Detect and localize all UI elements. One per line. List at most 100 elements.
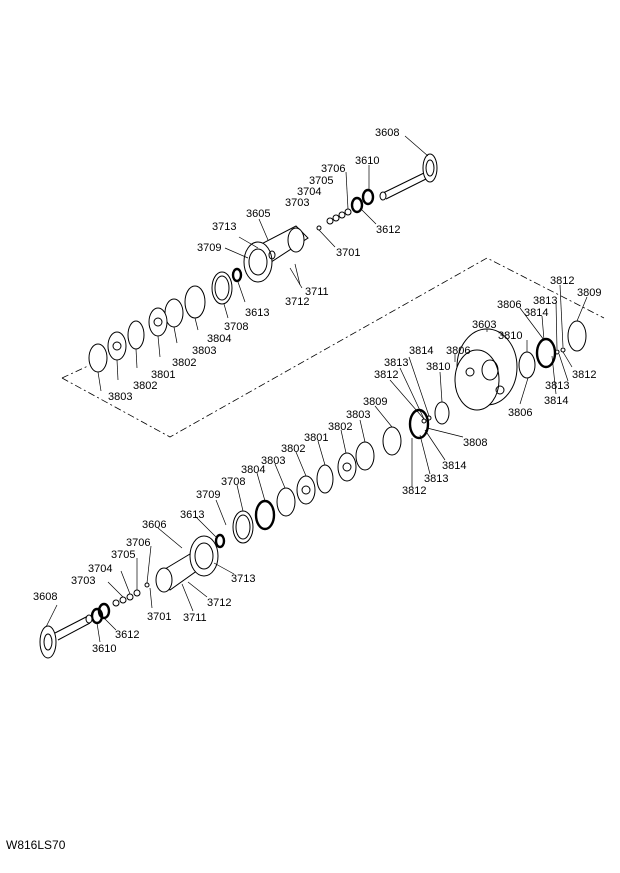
assembly-boundary-line	[61, 365, 89, 379]
part-label: 3810	[426, 361, 450, 373]
part-label: 3809	[577, 287, 601, 299]
part-label: 3708	[224, 321, 248, 333]
part-label: 3814	[544, 395, 568, 407]
part-label: 3608	[375, 127, 399, 139]
part-label: 3803	[261, 455, 285, 467]
part-label: 3703	[285, 197, 309, 209]
disc-3802-hub-upper-2	[112, 341, 122, 351]
disc-3802-lower-2	[296, 475, 316, 505]
part-label: 3801	[304, 432, 328, 444]
ring-3804-lower	[254, 499, 276, 531]
ring-3809-right	[567, 320, 587, 352]
part-label: 3806	[446, 345, 470, 357]
ring-3803-upper-2	[88, 343, 108, 373]
part-label: 3711	[305, 286, 329, 298]
part-label: 3708	[221, 476, 245, 488]
part-label: 3809	[363, 396, 387, 408]
ring-3804-upper	[184, 285, 206, 319]
diagram-code: W816LS70	[6, 838, 66, 852]
plate-3801-lower	[316, 464, 334, 494]
part-label: 3704	[88, 563, 112, 575]
washers-3703-3706-upper	[316, 208, 352, 231]
ring-3810-left	[434, 401, 450, 425]
part-label: 3704	[297, 186, 321, 198]
washers-3703-3706-lower	[112, 582, 150, 607]
part-label: 3803	[346, 409, 370, 421]
shaft-3608-lower	[39, 614, 93, 659]
disc-3802-hub-lower-2	[301, 485, 311, 495]
part-label: 3806	[497, 299, 521, 311]
carrier-3603	[454, 328, 518, 411]
part-label: 3813	[424, 473, 448, 485]
part-label: 3803	[108, 391, 132, 403]
seal-3613-lower	[214, 533, 226, 549]
part-label: 3804	[241, 464, 265, 476]
part-label: 3804	[207, 333, 231, 345]
assembly-boundary-line	[61, 257, 605, 438]
ring-3803-lower-2	[276, 487, 296, 517]
part-label: 3605	[246, 208, 270, 220]
seal-3613-upper	[231, 267, 243, 283]
part-label: 3612	[115, 629, 139, 641]
disc-3802-hub-upper	[153, 317, 163, 327]
part-label: 3713	[212, 221, 236, 233]
bearing-3610-upper	[350, 188, 375, 214]
part-label: 3814	[409, 345, 433, 357]
part-label: 3814	[442, 460, 466, 472]
part-label: 3803	[192, 345, 216, 357]
part-label: 3810	[498, 330, 522, 342]
part-label: 3806	[508, 407, 532, 419]
part-label: 3712	[285, 296, 309, 308]
part-label: 3812	[374, 369, 398, 381]
part-label: 3703	[71, 575, 95, 587]
part-label: 3706	[126, 537, 150, 549]
housing-3606	[155, 535, 219, 593]
part-label: 3705	[309, 175, 333, 187]
part-label: 3801	[151, 369, 175, 381]
part-label: 3613	[180, 509, 204, 521]
part-label: 3802	[328, 421, 352, 433]
part-label: 3712	[207, 597, 231, 609]
ring-3708-inner-lower	[235, 514, 251, 540]
part-label: 3613	[245, 307, 269, 319]
ring-3809-left	[382, 426, 402, 456]
part-label: 3802	[172, 357, 196, 369]
ring-3803-upper	[164, 298, 184, 328]
part-label: 3813	[533, 295, 557, 307]
part-label: 3808	[463, 437, 487, 449]
disc-3802-upper-2	[107, 331, 127, 361]
part-label: 3701	[336, 247, 360, 259]
disc-3802-lower	[337, 452, 357, 482]
part-label: 3711	[183, 612, 207, 624]
part-label: 3802	[281, 443, 305, 455]
part-label: 3606	[142, 519, 166, 531]
part-label: 3610	[355, 155, 379, 167]
part-label: 3701	[147, 611, 171, 623]
plate-3801-upper	[127, 320, 145, 350]
part-label: 3713	[231, 573, 255, 585]
part-label: 3812	[402, 485, 426, 497]
part-label: 3705	[111, 549, 135, 561]
ring-3803-lower	[355, 441, 375, 471]
ring-3810-right	[518, 351, 536, 379]
part-label: 3603	[472, 319, 496, 331]
part-label: 3812	[572, 369, 596, 381]
part-label: 3608	[33, 591, 57, 603]
part-label: 3612	[376, 224, 400, 236]
middle-assembly-labels: 3812 3809 3813 3814 3806 3603 3810 3812 …	[363, 275, 601, 497]
part-label: 3706	[321, 163, 345, 175]
disc-3802-hub-lower	[342, 462, 352, 472]
part-label: 3814	[524, 307, 548, 319]
part-label: 3813	[545, 380, 569, 392]
part-label: 3813	[384, 357, 408, 369]
leader-lines	[45, 135, 588, 643]
part-label: 3610	[92, 643, 116, 655]
shaft-3608-upper	[379, 153, 438, 201]
ring-3808-left	[408, 408, 430, 440]
ring-3808-right	[535, 337, 557, 369]
part-label: 3812	[550, 275, 574, 287]
upper-assembly-labels: 3608 3610 3706 3705 3704 3703 3612 3605 …	[108, 127, 400, 403]
housing-3605	[243, 225, 309, 283]
